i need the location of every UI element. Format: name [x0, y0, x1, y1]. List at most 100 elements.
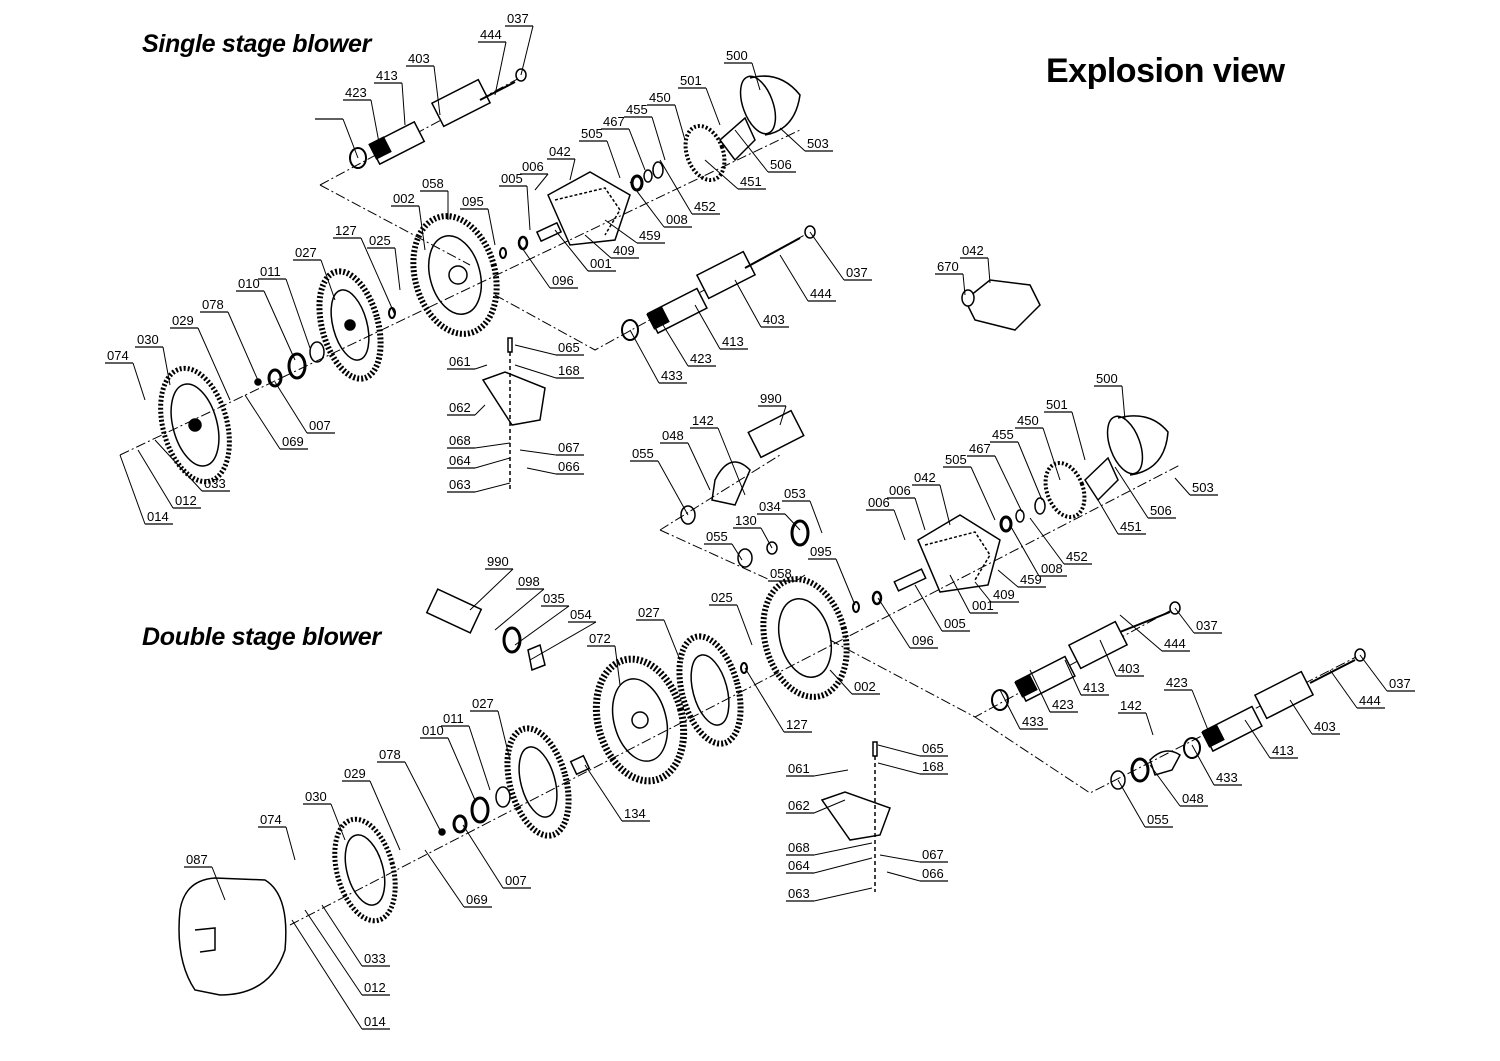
part-number-label: 012 — [364, 980, 386, 995]
leader-line — [879, 854, 921, 863]
leader-line — [1145, 712, 1154, 736]
part-number-label: 505 — [945, 452, 967, 467]
part-number-label: 142 — [692, 413, 714, 428]
leader-line — [487, 208, 496, 246]
part-number-label: 095 — [462, 194, 484, 209]
leader-line — [1017, 441, 1043, 501]
leader-line — [274, 381, 308, 434]
callout-double_stage-035: 035 — [514, 591, 570, 646]
leader-line — [877, 597, 911, 649]
callout-double_stage-005: 005 — [914, 584, 970, 632]
callout-double_stage-409: 409 — [974, 581, 1019, 603]
leader-line — [1119, 614, 1163, 652]
leader-line — [342, 118, 359, 159]
part-number-label: 011 — [443, 711, 464, 726]
part-number-label: 142 — [1120, 698, 1142, 713]
leader-line — [1042, 427, 1061, 481]
part-number-label: 451 — [740, 174, 762, 189]
leader-line — [404, 761, 441, 831]
part-number-label: 450 — [649, 90, 671, 105]
leader-line — [987, 257, 991, 284]
leader-line — [211, 866, 226, 901]
part-number-label: 042 — [549, 144, 571, 159]
pump-housing-002 — [410, 213, 500, 337]
mounting-foot — [481, 337, 546, 490]
part-number-label: 074 — [107, 348, 129, 363]
leader-line — [813, 769, 849, 777]
part-number-label: 455 — [626, 102, 648, 117]
ring-467 — [643, 169, 653, 183]
part-number-label: 042 — [914, 470, 936, 485]
motor-small-042 — [961, 279, 1041, 331]
callout-single_stage-012: 012 — [137, 449, 201, 509]
part-number-label: 037 — [1389, 676, 1411, 691]
leader-line — [514, 344, 557, 356]
callout-double_stage-503: 503 — [1174, 477, 1218, 496]
spacer-134 — [569, 754, 591, 776]
part-number-label: 014 — [147, 509, 169, 524]
part-number-label: 007 — [309, 418, 331, 433]
mounting-foot-double — [820, 741, 891, 892]
part-number-label: 450 — [1017, 413, 1039, 428]
leader-line — [394, 247, 401, 291]
callout-single_stage-033: 033 — [154, 439, 230, 492]
part-number-label: 501 — [680, 73, 702, 88]
part-number-label: 413 — [376, 68, 398, 83]
callout-single_stage-010: 010 — [236, 276, 296, 361]
cover-500-double — [1106, 415, 1169, 476]
leader-line — [291, 919, 363, 1030]
part-number-label: 413 — [1083, 680, 1105, 695]
part-number-label: 096 — [912, 633, 934, 648]
callout-single_stage-006: 006 — [520, 159, 549, 191]
leader-line — [424, 849, 465, 908]
leader-line — [813, 842, 873, 856]
callout-single_stage-413: 413 — [694, 304, 748, 350]
leader-line — [462, 824, 504, 889]
part-number-label: 067 — [922, 847, 944, 862]
leader-line — [497, 710, 511, 761]
part-number-label: 068 — [449, 433, 471, 448]
part-number-label: 012 — [175, 493, 197, 508]
leader-line — [1244, 719, 1271, 759]
part-number-label: 096 — [552, 273, 574, 288]
callout-double_stage-030: 030 — [303, 789, 346, 841]
leader-line — [474, 404, 486, 416]
section-title-single-stage: Single stage blower — [142, 30, 372, 58]
cover-500 — [739, 75, 801, 136]
lower-elbow-048 — [1110, 750, 1181, 790]
leader-line — [606, 140, 621, 179]
callout-single_stage-002: 002 — [391, 191, 426, 251]
leader-line — [663, 619, 681, 661]
leader-line — [886, 871, 921, 882]
part-number-label: 127 — [786, 717, 808, 732]
callout-single_stage-029: 029 — [170, 313, 231, 401]
part-number-label: 029 — [172, 313, 194, 328]
callout-double_stage-042: 042 — [912, 470, 951, 526]
part-number-label: 048 — [1182, 791, 1204, 806]
callout-single_stage-450: 450 — [647, 90, 686, 141]
leader-line — [494, 41, 507, 96]
leader-line — [962, 273, 966, 296]
callout-single_stage-403: 403 — [734, 279, 789, 328]
callout-single_stage-095: 095 — [460, 194, 496, 246]
callout-single_stage-503: 503 — [779, 127, 833, 152]
inlet-990-double — [425, 588, 546, 672]
callout-double_stage-990: 990 — [469, 554, 514, 611]
part-number-label: 500 — [726, 48, 748, 63]
part-number-label: 066 — [558, 459, 580, 474]
leader-line — [734, 129, 769, 173]
callout-double_stage-074: 074 — [258, 812, 296, 861]
section-title-double-stage: Double stage blower — [142, 623, 381, 651]
callout-double_stage-010: 010 — [420, 723, 476, 801]
page-title: Explosion view — [1046, 52, 1285, 90]
callout-double_stage-027: 027 — [636, 605, 681, 661]
double-stage-parts — [178, 409, 1366, 996]
leader-line — [285, 278, 311, 349]
part-number-label: 069 — [466, 892, 488, 907]
leader-line — [330, 803, 346, 841]
leader-line — [1191, 744, 1215, 786]
part-number-label: 035 — [543, 591, 565, 606]
part-number-label: 506 — [1150, 503, 1172, 518]
part-number-label: 048 — [662, 428, 684, 443]
